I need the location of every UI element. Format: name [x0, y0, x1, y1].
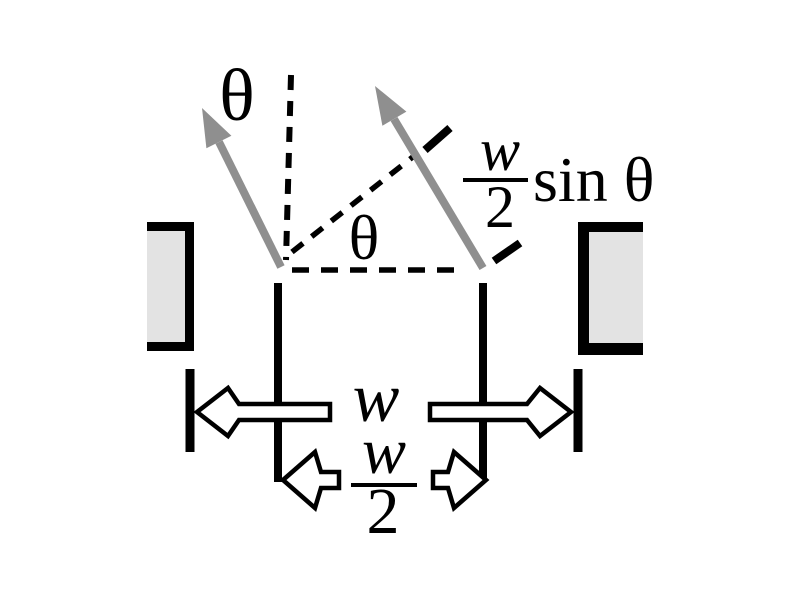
- path-difference-denominator: 2: [485, 174, 515, 240]
- ray-right-shaft: [390, 116, 487, 271]
- half-width-arrow-left-icon: [279, 448, 342, 512]
- left-barrier-block: [147, 222, 194, 351]
- theta-vertex-label: θ: [349, 202, 380, 273]
- half-width-label: w 2: [351, 415, 417, 548]
- half-width-numerator: w: [362, 415, 406, 488]
- width-arrow-left-icon: [193, 384, 333, 440]
- wavefront-tick-upper: [422, 124, 453, 154]
- width-arrow-right-icon: [427, 384, 575, 440]
- left-barrier-face: [147, 231, 185, 342]
- theta-top-label: θ: [219, 55, 254, 137]
- ray-right-arrowhead-icon: [375, 86, 407, 126]
- path-difference-label: w 2 sin θ: [463, 117, 654, 240]
- ray-left-shaft: [215, 140, 285, 269]
- path-difference-numerator: w: [480, 117, 520, 183]
- ray-right: [375, 86, 487, 271]
- half-width-denominator: 2: [367, 475, 400, 548]
- perpendicular-dashed-line: [290, 153, 416, 255]
- sin-theta-label: sin θ: [533, 144, 654, 215]
- ray-left-arrowhead-icon: [202, 108, 232, 149]
- right-barrier-block: [578, 222, 643, 355]
- ray-left: [202, 108, 285, 269]
- half-width-arrow-right-icon: [430, 448, 490, 512]
- slit-width-label: w: [353, 360, 400, 437]
- vertical-reference-dashed-line: [283, 74, 294, 261]
- right-barrier-face: [589, 232, 643, 343]
- wavefront-tick-lower: [491, 239, 523, 265]
